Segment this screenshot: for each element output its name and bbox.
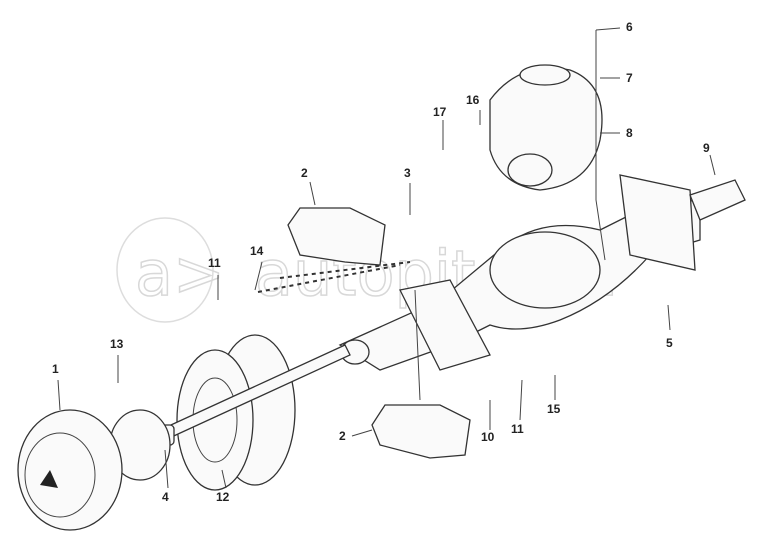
callouts: 6 7 8 9 16 17 2 3 14 11 13 1 5 15 2 10 1… [52,20,710,504]
callout-17: 17 [433,105,447,119]
axle-housing [338,174,746,371]
callout-7: 7 [626,71,633,85]
brake-caliper-lower [371,404,471,459]
brake-drum [176,334,296,491]
callout-14: 14 [250,244,264,258]
callout-15: 15 [547,402,561,416]
callout-5: 5 [666,336,673,350]
leader-lines [57,27,716,489]
callout-11-upper: 11 [208,256,221,270]
callout-8: 8 [626,126,633,140]
callout-12: 12 [216,490,230,504]
callout-6: 6 [626,20,633,34]
differential [489,64,603,191]
callout-10: 10 [481,430,495,444]
callout-16: 16 [466,93,480,107]
brake-caliper-upper [287,207,386,266]
callout-2-lower: 2 [339,429,346,443]
callout-13: 13 [110,337,124,351]
watermark-logo: a> [135,237,225,310]
callout-2-upper: 2 [301,166,308,180]
callout-1: 1 [52,362,59,376]
callout-4: 4 [162,490,169,504]
wheel-hub [17,409,171,531]
callout-9: 9 [703,141,710,155]
callout-3: 3 [404,166,411,180]
callout-11-lower: 11 [511,422,524,436]
